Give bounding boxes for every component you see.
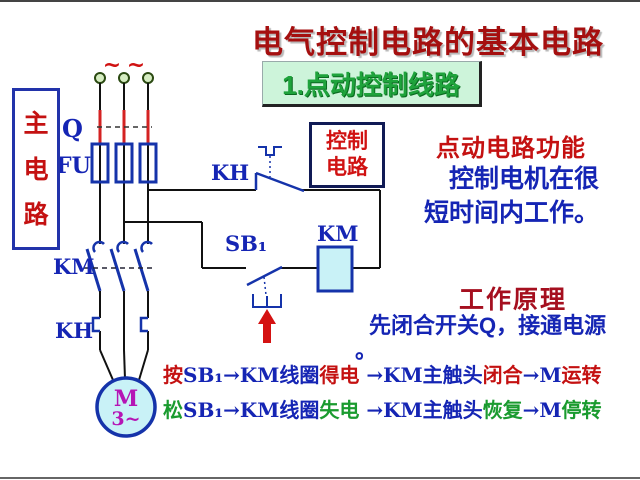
label-contactor-coil: KM bbox=[317, 221, 359, 246]
flow-segment: 按 bbox=[163, 363, 183, 387]
control-circuit-line: 电路 bbox=[326, 156, 368, 179]
label-thermal-main: KH bbox=[55, 318, 93, 343]
function-line2: 短时间内工作。 bbox=[424, 199, 600, 227]
thermal-heater-symbols bbox=[91, 316, 148, 333]
ac-tilde-symbol: ~ bbox=[127, 52, 145, 78]
flow-segment: →M bbox=[522, 398, 562, 422]
subtitle-box: 1.点动控制线路 bbox=[262, 61, 482, 107]
label-disconnect-switch: Q bbox=[62, 114, 83, 143]
contactor-contact-hooks bbox=[92, 240, 153, 253]
principle-period: 。 bbox=[355, 338, 378, 363]
phase-lines-lower bbox=[99, 291, 149, 350]
press-arrow bbox=[258, 309, 276, 343]
motor-leads bbox=[99, 349, 149, 381]
bottom-frame-line bbox=[0, 477, 640, 479]
function-line1: 控制电机在很 bbox=[449, 165, 600, 193]
ac-tilde-symbol: ~ bbox=[103, 52, 121, 78]
flow-segment: SB₁→KM线圈 bbox=[183, 363, 320, 387]
phase-lines-upper bbox=[99, 83, 149, 112]
label-fuse: FU bbox=[56, 153, 91, 179]
flow-segment: 运转 bbox=[561, 363, 602, 387]
main-circuit-char: 路 bbox=[23, 199, 49, 229]
label-contactor-main: KM bbox=[53, 254, 95, 279]
thermal-nc-contact bbox=[254, 146, 305, 193]
flow-segment: 闭合 bbox=[482, 363, 523, 387]
flow-segment: →M bbox=[522, 363, 562, 387]
flow-segment: →KM主触头 bbox=[359, 363, 483, 387]
main-circuit-box: 主 电 路 bbox=[12, 88, 60, 250]
release-sequence-line: 松SB₁→KM线圈失电 →KM主触头恢复→M停转 bbox=[163, 394, 602, 423]
label-thermal-control: KH bbox=[211, 160, 249, 185]
main-circuit-char: 主 bbox=[23, 109, 49, 139]
control-circuit-wires bbox=[124, 189, 381, 269]
contactor-contact-blades bbox=[85, 248, 150, 292]
press-sequence-line: 按SB₁→KM线圈得电 →KM主触头闭合→M运转 bbox=[163, 359, 602, 388]
flow-segment: SB₁→KM线圈 bbox=[183, 398, 320, 422]
fuse-symbols bbox=[90, 142, 158, 184]
page-title: 电气控制电路的基本电路 bbox=[252, 25, 604, 60]
motor-phase-label: 3~ bbox=[111, 408, 140, 430]
flow-segment: 松 bbox=[163, 398, 183, 422]
control-circuit-box: 控制 电路 bbox=[309, 122, 385, 188]
control-circuit-line: 控制 bbox=[326, 130, 368, 153]
main-circuit-char: 电 bbox=[23, 154, 49, 184]
flow-segment: 恢复 bbox=[482, 398, 523, 422]
contactor-coil bbox=[316, 245, 354, 293]
flow-segment: →KM主触头 bbox=[359, 398, 483, 422]
button-cap bbox=[252, 294, 282, 308]
subtitle-text: 1.点动控制线路 bbox=[282, 69, 460, 100]
button-link-dotted bbox=[263, 276, 267, 296]
flow-segment: 得电 bbox=[319, 363, 360, 387]
label-start-button: SB₁ bbox=[225, 231, 267, 256]
principle-title: 工作原理 bbox=[459, 286, 568, 314]
top-frame-line bbox=[0, 0, 640, 2]
principle-line: 先闭合开关Q，接通电源 bbox=[369, 313, 607, 338]
motor-circle bbox=[95, 376, 157, 438]
button-blade bbox=[246, 265, 283, 287]
flow-segment: 失电 bbox=[319, 398, 360, 422]
flow-segment: 停转 bbox=[561, 398, 602, 422]
fuse-through-lines bbox=[99, 145, 149, 244]
motor-letter: M bbox=[114, 386, 138, 412]
function-title: 点动电路功能 bbox=[436, 135, 586, 162]
